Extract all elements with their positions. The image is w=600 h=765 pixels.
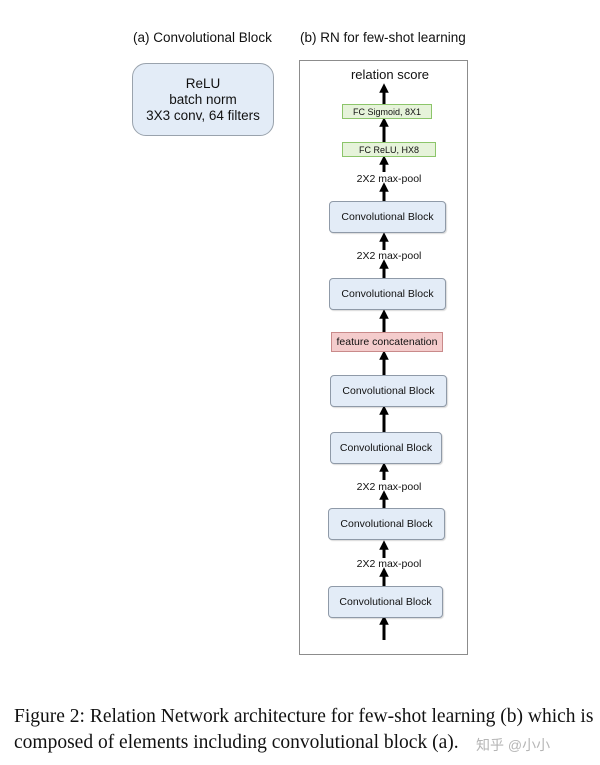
conv-block-4: Convolutional Block	[330, 375, 447, 407]
fc-sigmoid-layer: FC Sigmoid, 8X1	[342, 104, 432, 119]
relu-layer-label: ReLU	[185, 75, 221, 91]
relation-score-label: relation score	[350, 67, 430, 82]
max-pool-label: 2X2 max-pool	[356, 173, 422, 185]
figure-number: Figure 2:	[14, 706, 85, 727]
conv-block-1: Convolutional Block	[328, 586, 443, 618]
max-pool-label: 2X2 max-pool	[356, 481, 422, 493]
max-pool-label: 2X2 max-pool	[356, 558, 422, 570]
conv-block-6: Convolutional Block	[329, 201, 446, 233]
panel-b-title: (b) RN for few-shot learning	[300, 30, 466, 45]
max-pool-label: 2X2 max-pool	[356, 250, 422, 262]
relation-network-frame	[299, 60, 468, 655]
feature-concatenation-block: feature concatenation	[331, 332, 443, 352]
conv-block-5: Convolutional Block	[329, 278, 446, 310]
caption-text: Relation Network architecture for few-sh…	[14, 706, 594, 753]
batch-norm-layer-label: batch norm	[169, 91, 237, 107]
conv-layer-label: 3X3 conv, 64 filters	[146, 107, 260, 123]
fc-relu-layer: FC ReLU, HX8	[342, 142, 436, 157]
conv-block-2: Convolutional Block	[328, 508, 445, 540]
panel-a-title: (a) Convolutional Block	[133, 30, 272, 45]
conv-block-3: Convolutional Block	[330, 432, 442, 464]
conv-block-definition: ReLU batch norm 3X3 conv, 64 filters	[132, 63, 274, 136]
figure-caption: Figure 2: Relation Network architecture …	[14, 704, 594, 756]
watermark: 知乎 @小小	[476, 737, 551, 753]
